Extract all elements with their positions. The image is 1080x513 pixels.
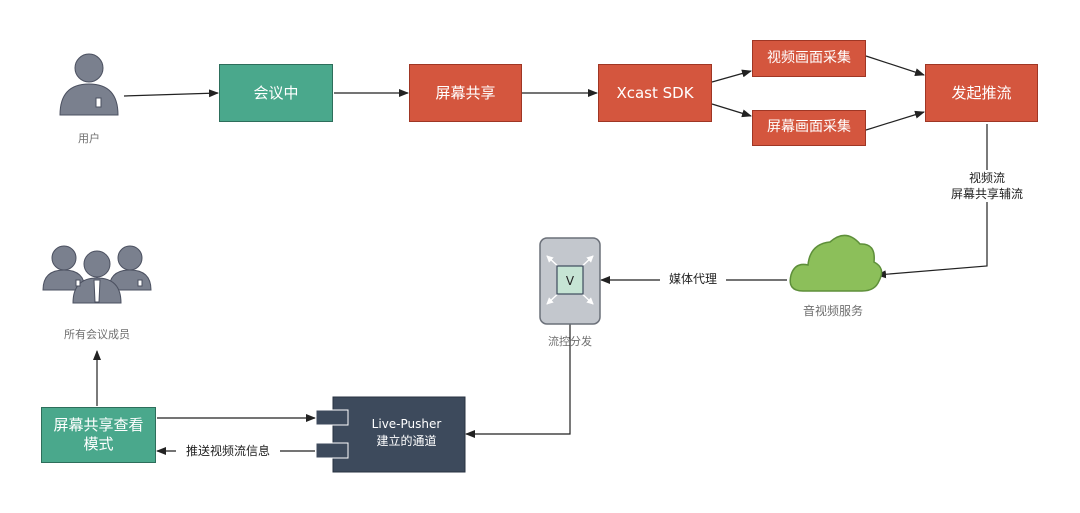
flow-control-label: 流控分发 — [548, 335, 592, 348]
edge-video-capture-to-push — [865, 55, 925, 76]
edge-flow-control-to-pusher — [465, 323, 571, 438]
in-meeting-box: 会议中 — [219, 64, 333, 122]
edge-sdk-to-screen-capture — [711, 103, 752, 118]
streams-label-line2: 屏幕共享辅流 — [950, 187, 1023, 202]
edge-user-to-meeting — [123, 89, 219, 98]
xcast-sdk-box: Xcast SDK — [598, 64, 712, 122]
pusher-label: Live-Pusher 建立的通道 — [348, 416, 465, 451]
edge-sdk-to-video-capture — [711, 69, 752, 83]
push-info-label: 推送视频流信息 — [176, 443, 280, 460]
media-proxy-label: 媒体代理 — [660, 271, 726, 288]
screen-capture-box: 屏幕画面采集 — [752, 110, 866, 146]
edge-screen-capture-to-push — [865, 110, 925, 131]
flow-control-icon: V — [539, 237, 601, 325]
members-label: 所有会议成员 — [64, 328, 130, 341]
cloud-icon — [789, 234, 883, 292]
streams-label: 视频流 屏幕共享辅流 — [937, 170, 1037, 203]
user-icon — [59, 53, 119, 116]
screen-share-box: 屏幕共享 — [409, 64, 522, 122]
view-mode-box: 屏幕共享查看模式 — [41, 407, 156, 463]
pusher-label-line1: Live-Pusher — [371, 417, 442, 431]
pusher-label-line2: 建立的通道 — [376, 434, 437, 449]
start-push-box: 发起推流 — [925, 64, 1038, 122]
members-icon — [42, 245, 152, 304]
live-pusher-icon — [315, 396, 466, 473]
av-service-label: 音视频服务 — [802, 304, 863, 318]
video-capture-box: 视频画面采集 — [752, 40, 866, 77]
flow-control-letter: V — [566, 274, 575, 288]
user-label: 用户 — [78, 132, 100, 145]
streams-label-line1: 视频流 — [968, 171, 1005, 185]
